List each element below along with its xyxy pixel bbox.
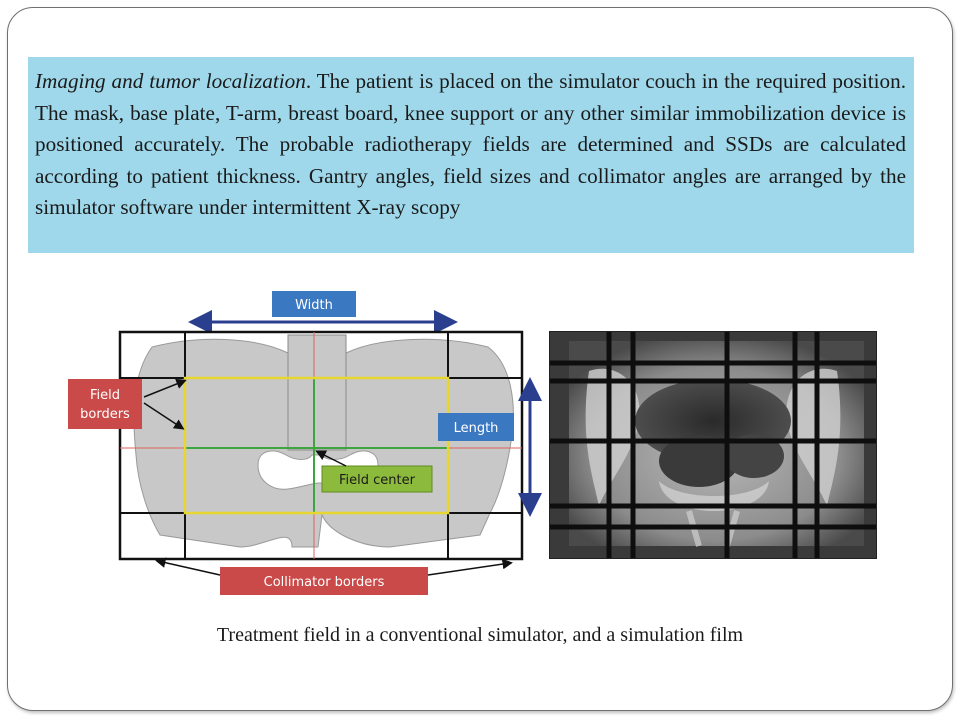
- length-label: Length: [454, 421, 499, 436]
- figure-caption: Treatment field in a conventional simula…: [216, 624, 744, 646]
- field-center-pointer: [315, 450, 347, 467]
- field-borders-label-box: [68, 379, 142, 429]
- field-borders-label-line2: borders: [80, 407, 130, 422]
- field-border-rect: [183, 376, 450, 515]
- collimator-borders-pointer-2: [427, 558, 513, 576]
- field-center-label: Field center: [339, 473, 416, 488]
- treatment-field-diagram: Width Length Field borders Field center …: [68, 291, 542, 595]
- field-borders-label-line1: Field: [90, 388, 120, 403]
- field-borders-pointer-1: [143, 378, 187, 398]
- paragraph-body: . The patient is placed on the simulator…: [35, 69, 906, 220]
- collimator-borders-pointer-1: [155, 557, 221, 576]
- field-borders-pointer-2: [143, 402, 185, 430]
- description-text-box: Imaging and tumor localization. The pati…: [28, 57, 914, 253]
- paragraph-lead: Imaging and tumor localization: [35, 69, 306, 93]
- simulation-film-image: [549, 331, 877, 559]
- spine-region: [287, 334, 347, 451]
- field-center-label-box: [321, 465, 433, 493]
- length-label-box: [438, 413, 514, 441]
- collimator-borders-label-box: [220, 567, 428, 595]
- collimator-borders-label: Collimator borders: [264, 575, 385, 590]
- width-label: Width: [295, 298, 333, 313]
